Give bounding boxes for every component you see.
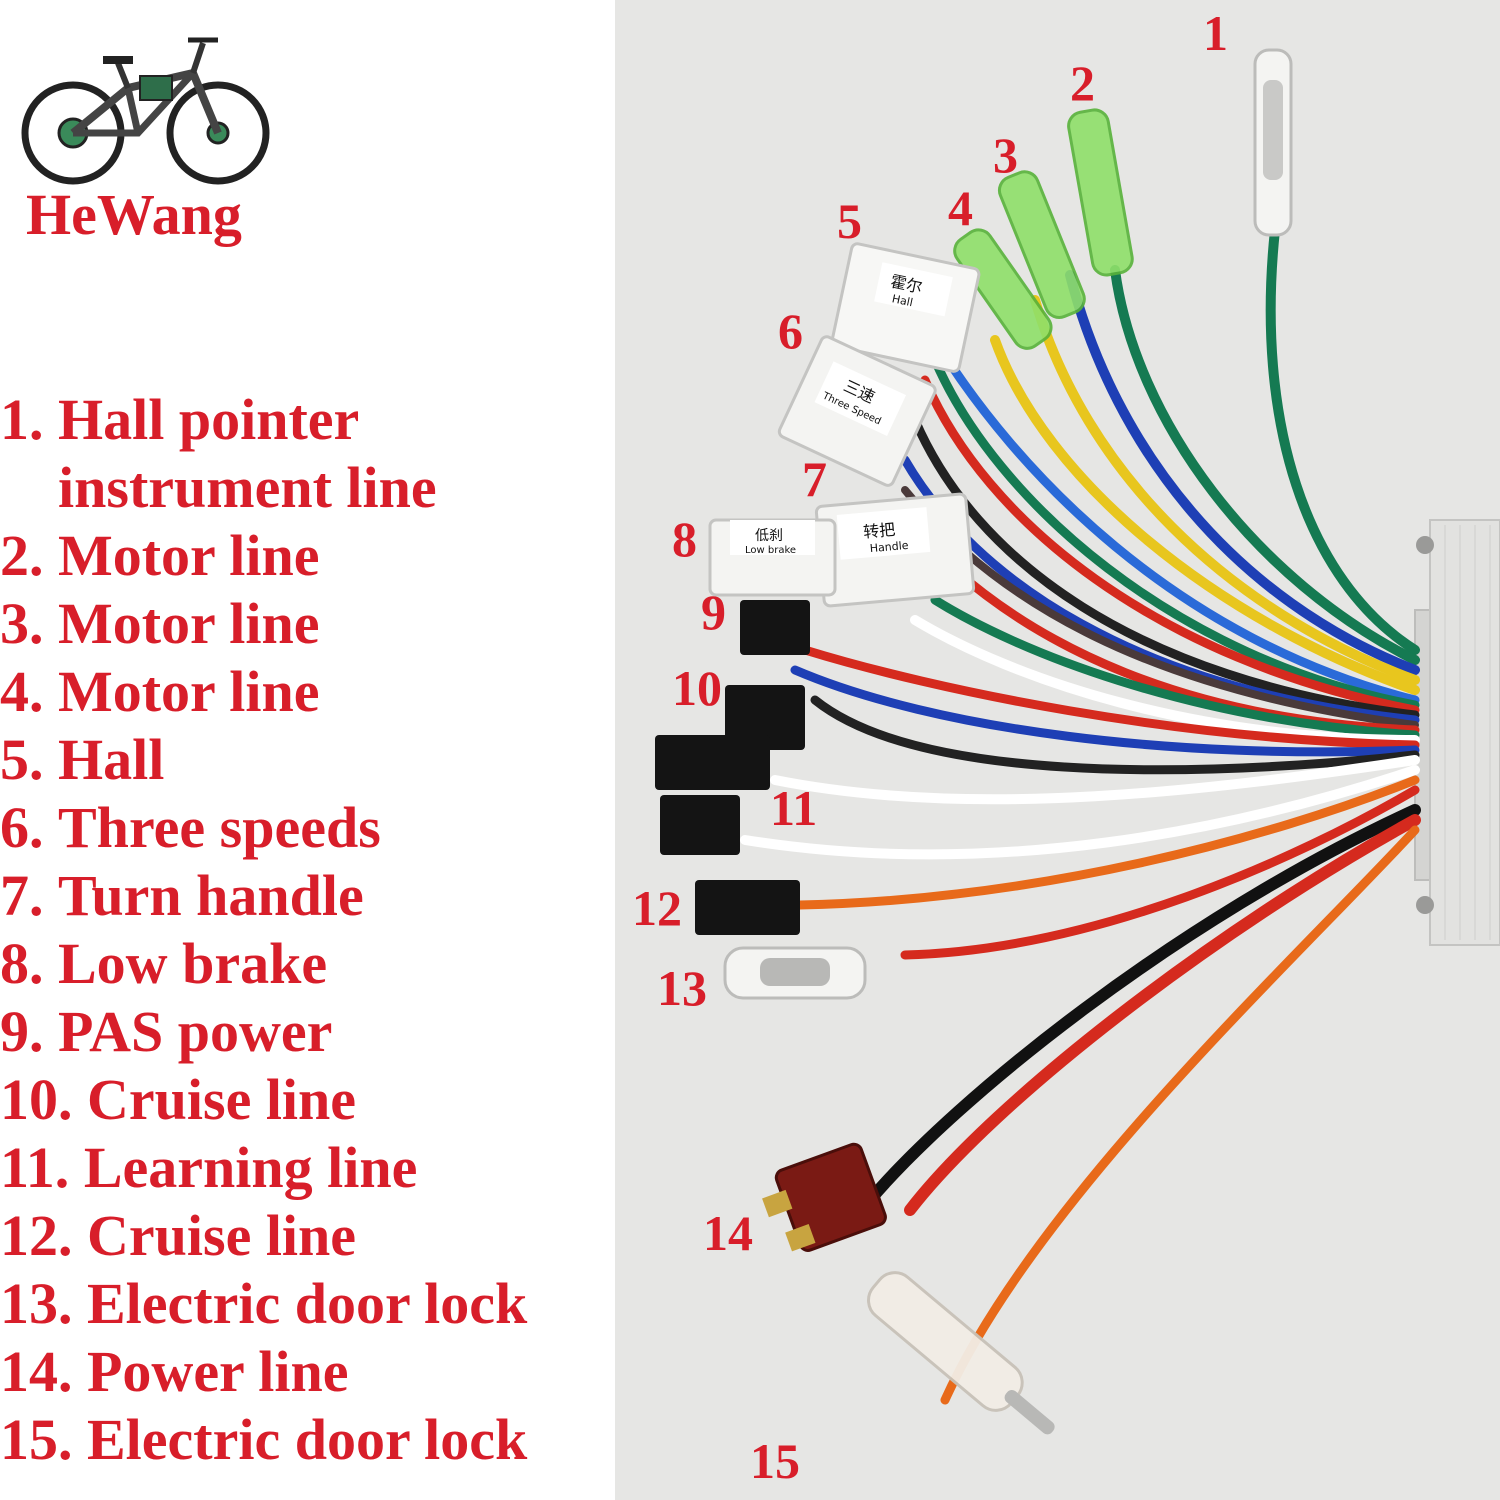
cruise-plug-12 [695, 880, 800, 935]
svg-text:转把: 转把 [862, 520, 896, 542]
legend-number: 14. [0, 1339, 73, 1404]
callout-13: 13 [657, 960, 707, 1016]
legend-number: 11. [0, 1135, 70, 1200]
callout-8: 8 [672, 511, 697, 567]
legend-number: 1. [0, 387, 44, 452]
controller-box [1414, 519, 1500, 946]
legend-text: Learning line [83, 1135, 418, 1200]
handle-connector: 转把 Handle [814, 492, 976, 608]
callout-14: 14 [703, 1205, 753, 1261]
legend-number: 4. [0, 659, 44, 724]
bullet-connector-15 [867, 1271, 1055, 1435]
callout-4: 4 [948, 180, 973, 236]
three-speed-connector: 三速 Three Speed [777, 335, 937, 487]
electric-bike-logo [21, 37, 270, 185]
legend-number: 5. [0, 727, 44, 792]
legend-text: PAS power [58, 999, 333, 1064]
legend-text: Low brake [58, 931, 328, 996]
bullet-connector-3 [997, 170, 1086, 319]
brand-name: HeWang [26, 182, 242, 247]
legend-number: 7. [0, 863, 44, 928]
legend-text: Cruise line [87, 1067, 357, 1132]
legend-item-10: 10. Cruise line [0, 1066, 528, 1134]
bullet-connector-13 [723, 946, 867, 1000]
legend-number: 6. [0, 795, 44, 860]
legend-item-14: 14. Power line [0, 1338, 528, 1406]
svg-text:低刹: 低刹 [755, 528, 783, 544]
legend-number: 15. [0, 1407, 73, 1472]
legend-item-6: 6. Three speeds [0, 794, 528, 862]
bullet-connector-1 [1253, 48, 1293, 237]
black-plugs [655, 600, 810, 935]
legend-text: Hall pointer instrument line [58, 387, 437, 520]
legend-text: Electric door lock [87, 1271, 528, 1336]
legend-text: Motor line [58, 523, 320, 588]
legend-text: Hall [58, 727, 165, 792]
legend-item-1: 1. Hall pointer instrument line [0, 386, 528, 522]
legend-item-9: 9. PAS power [0, 998, 528, 1066]
svg-text:Handle: Handle [869, 539, 909, 555]
legend-number: 8. [0, 931, 44, 996]
controller-wiring-photo: 霍尔 Hall 三速 Three Speed 转把 Handle 低刹 Low … [615, 0, 1500, 1500]
legend-text: Motor line [58, 659, 320, 724]
callout-7: 7 [802, 451, 827, 507]
callout-2: 2 [1070, 55, 1095, 111]
svg-text:Hall: Hall [891, 292, 914, 309]
legend-number: 13. [0, 1271, 73, 1336]
legend-item-3: 3. Motor line [0, 590, 528, 658]
legend-text: Electric door lock [87, 1407, 528, 1472]
legend-number: 3. [0, 591, 44, 656]
legend-item-2: 2. Motor line [0, 522, 528, 590]
hall-connector: 霍尔 Hall [830, 242, 981, 373]
legend-item-8: 8. Low brake [0, 930, 528, 998]
callout-1: 1 [1203, 5, 1228, 61]
legend-text: Turn handle [58, 863, 364, 928]
pas-power-plug [740, 600, 810, 655]
legend-text: Motor line [58, 591, 320, 656]
legend-text: Cruise line [87, 1203, 357, 1268]
wire-bundle [740, 225, 1421, 1405]
learning-plug-11a [655, 735, 770, 790]
callout-3: 3 [993, 127, 1018, 183]
legend-item-12: 12. Cruise line [0, 1202, 528, 1270]
legend-number: 2. [0, 523, 44, 588]
svg-text:Low brake: Low brake [745, 545, 796, 556]
cruise-plug-10 [725, 685, 805, 750]
low-brake-connector: 低刹 Low brake [708, 518, 837, 597]
t-plug-connector-14 [762, 1142, 887, 1252]
controller-wiring-illustration: 霍尔 Hall 三速 Three Speed 转把 Handle 低刹 Low … [615, 0, 1500, 1500]
legend-item-4: 4. Motor line [0, 658, 528, 726]
legend-number: 9. [0, 999, 44, 1064]
bullet-connector-2 [1067, 108, 1134, 277]
callout-10: 10 [672, 660, 722, 716]
legend-item-13: 13. Electric door lock [0, 1270, 528, 1338]
legend-item-7: 7. Turn handle [0, 862, 528, 930]
callout-12: 12 [632, 880, 682, 936]
legend-text: Power line [87, 1339, 349, 1404]
legend-number: 10. [0, 1067, 73, 1132]
callout-11: 11 [770, 780, 818, 836]
callout-9: 9 [701, 584, 726, 640]
callout-15: 15 [750, 1433, 800, 1489]
legend-item-11: 11. Learning line [0, 1134, 528, 1202]
legend-text: Three speeds [58, 795, 381, 860]
bullet-connector-4 [953, 228, 1053, 350]
legend-item-15: 15. Electric door lock [0, 1406, 528, 1474]
learning-plug-11b [660, 795, 740, 855]
callout-5: 5 [837, 193, 862, 249]
callout-6: 6 [778, 303, 803, 359]
legend-number: 12. [0, 1203, 73, 1268]
legend-item-5: 5. Hall [0, 726, 528, 794]
